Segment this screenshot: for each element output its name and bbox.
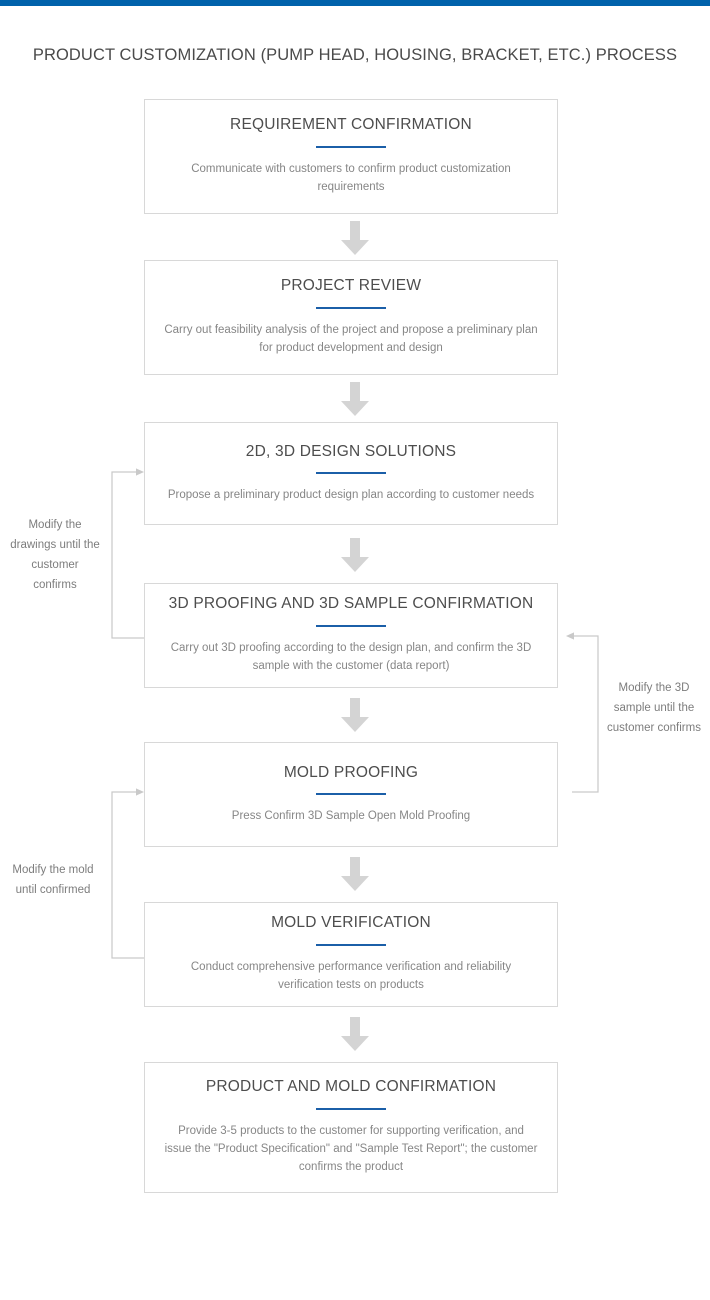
- down-arrow-icon: [341, 698, 369, 732]
- flow-node-title: 3D PROOFING AND 3D SAMPLE CONFIRMATION: [168, 595, 534, 613]
- down-arrow-icon: [341, 382, 369, 416]
- feedback-loop-drawings: [106, 466, 150, 646]
- flow-node-title: MOLD VERIFICATION: [271, 914, 431, 932]
- flow-node-step-1: REQUIREMENT CONFIRMATION Communicate wit…: [144, 99, 558, 214]
- flow-node-title: REQUIREMENT CONFIRMATION: [230, 116, 472, 134]
- flow-node-step-5: MOLD PROOFING Press Confirm 3D Sample Op…: [144, 742, 558, 847]
- flow-node-description: Provide 3-5 products to the customer for…: [164, 1124, 538, 1174]
- flow-node-description: Propose a preliminary product design pla…: [167, 489, 535, 502]
- accent-rule: [316, 145, 386, 148]
- accent-rule: [316, 472, 386, 475]
- flow-node-description: Conduct comprehensive performance verifi…: [190, 960, 512, 992]
- flow-node-description: Carry out feasibility analysis of the pr…: [164, 323, 538, 355]
- flow-node-step-4: 3D PROOFING AND 3D SAMPLE CONFIRMATION C…: [144, 583, 558, 688]
- feedback-loop-drawings-label: Modify the drawings until the customer c…: [10, 519, 100, 592]
- accent-rule: [316, 943, 386, 946]
- top-accent-bar: [0, 0, 710, 6]
- flow-node-step-7: PRODUCT AND MOLD CONFIRMATION Provide 3-…: [144, 1062, 558, 1193]
- flow-node-title: 2D, 3D DESIGN SOLUTIONS: [245, 442, 457, 460]
- down-arrow-icon: [341, 221, 369, 255]
- feedback-loop-mold: [106, 786, 150, 966]
- down-arrow-icon: [341, 857, 369, 891]
- accent-rule: [316, 1107, 386, 1110]
- page-title: PRODUCT CUSTOMIZATION (PUMP HEAD, HOUSIN…: [32, 46, 678, 64]
- flow-node-title: PRODUCT AND MOLD CONFIRMATION: [205, 1078, 497, 1096]
- flow-node-step-2: PROJECT REVIEW Carry out feasibility ana…: [144, 260, 558, 375]
- accent-rule: [316, 793, 386, 796]
- flow-node-step-3: 2D, 3D DESIGN SOLUTIONS Propose a prelim…: [144, 422, 558, 525]
- flow-node-step-6: MOLD VERIFICATION Conduct comprehensive …: [144, 902, 558, 1007]
- down-arrow-icon: [341, 1017, 369, 1051]
- flow-node-title: PROJECT REVIEW: [280, 277, 422, 295]
- feedback-loop-mold-label: Modify the mold until confirmed: [12, 864, 94, 897]
- feedback-loop-sample: [566, 630, 610, 798]
- accent-rule: [316, 624, 386, 627]
- flow-node-description: Communicate with customers to confirm pr…: [191, 162, 511, 194]
- flow-node-description: Carry out 3D proofing according to the d…: [170, 641, 532, 673]
- accent-rule: [316, 306, 386, 309]
- flow-node-title: MOLD PROOFING: [283, 763, 419, 781]
- flow-node-description: Press Confirm 3D Sample Open Mold Proofi…: [231, 810, 471, 823]
- down-arrow-icon: [341, 538, 369, 572]
- feedback-loop-sample-label: Modify the 3D sample until the customer …: [607, 682, 701, 735]
